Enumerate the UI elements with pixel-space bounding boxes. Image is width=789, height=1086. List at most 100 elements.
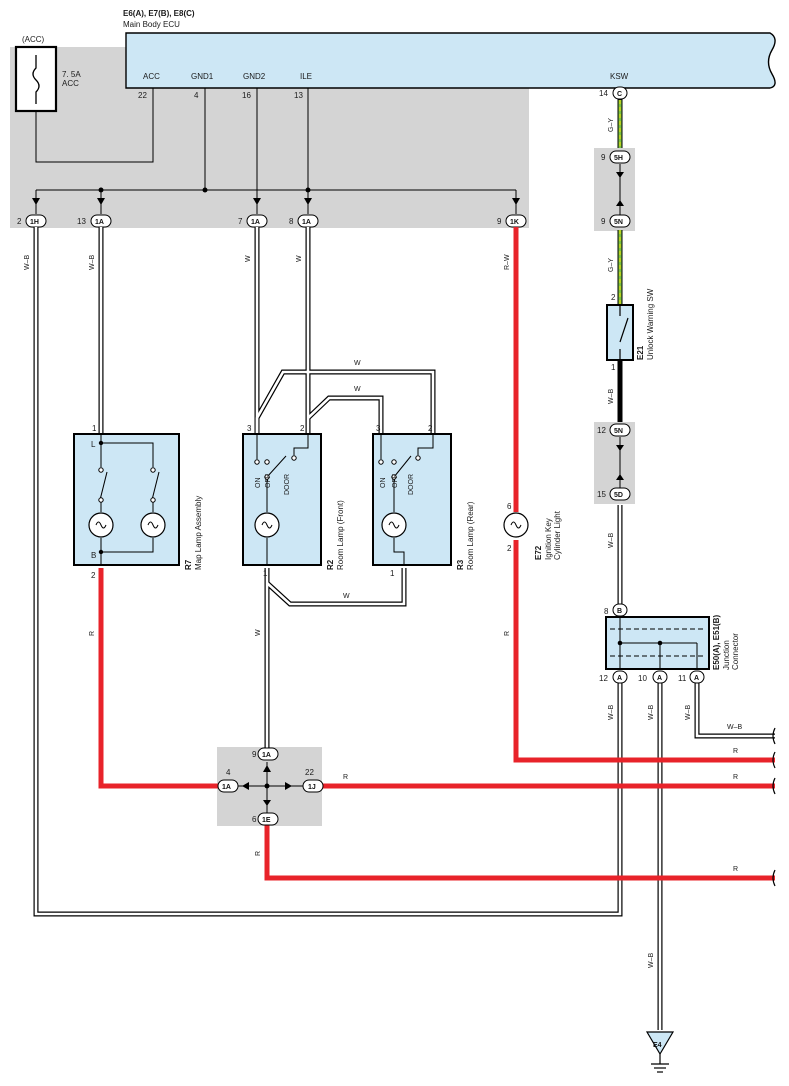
wire-label-r-e72: R: [504, 631, 511, 636]
junction-connector-out-10: 10 A: [638, 670, 668, 684]
svg-text:B: B: [617, 608, 622, 615]
r7-label-l: L: [91, 440, 96, 449]
terminal-gnd2: GND2: [243, 72, 266, 81]
e21-pin-bot: 1: [611, 363, 616, 372]
wire-label-w-lower: W: [354, 386, 361, 393]
fuse-icon: [32, 55, 40, 104]
r3-switch-off: OFF: [392, 474, 399, 488]
wire-label-wb-1h: W–B: [24, 255, 31, 271]
r2-internal-wiring: [256, 434, 309, 565]
r2-pin-3: 3: [247, 424, 252, 433]
connector-5h-5n-arrows: [616, 172, 624, 206]
junction-connector-out-11: 11 A: [678, 670, 705, 684]
junction-pin-1a-7: 7 1A: [238, 214, 268, 228]
junction-block-left-1a: 4 1A: [217, 768, 239, 793]
junction-block-arrows: [242, 765, 292, 806]
r2-bulb-icon: [254, 512, 280, 538]
wire-label-w-upper: W: [354, 360, 361, 367]
ground-e4-symbol: [645, 1031, 675, 1056]
ground-e4-code: E4: [653, 1042, 662, 1049]
svg-text:22: 22: [305, 768, 314, 777]
svg-text:12: 12: [597, 426, 606, 435]
junction-connector-nodes: [617, 640, 663, 646]
r7-internal-wiring: [99, 434, 160, 565]
wire-label-r-bot: R: [733, 866, 738, 873]
connector-5n-5d-arrows: [616, 445, 624, 480]
svg-text:7: 7: [238, 217, 243, 226]
svg-text:1A: 1A: [302, 219, 311, 226]
svg-text:9: 9: [252, 750, 257, 759]
r3-switch-on: ON: [380, 478, 387, 489]
junction-connector-out-12: 12 A: [599, 670, 628, 684]
r2-switch-contacts: [254, 455, 297, 480]
svg-text:5D: 5D: [614, 492, 623, 499]
r7-code: R7: [184, 559, 193, 570]
svg-text:A: A: [617, 675, 622, 682]
r7-bulb-icon-right: [140, 512, 166, 538]
wire-label-gy-top: G–Y: [608, 118, 615, 132]
r2-pin-2: 2: [300, 424, 305, 433]
r7-pin-bot: 2: [91, 571, 96, 580]
svg-text:10: 10: [638, 674, 647, 683]
r3-bulb-icon: [381, 512, 407, 538]
wire-label-wb-right: W–B: [727, 724, 743, 731]
wire-label-r-1e: R: [255, 851, 262, 856]
r7-pin-top: 1: [92, 424, 97, 433]
junction-pin-1a-13: 13 1A: [77, 214, 112, 228]
svg-text:9: 9: [497, 217, 502, 226]
r2-switch-door: DOOR: [284, 474, 291, 495]
wire-label-wb-ground: W–B: [648, 953, 655, 969]
junction-connector-code: E50(A), E51(B): [712, 615, 721, 670]
junction-block-bottom-1e: 6 1E: [252, 812, 279, 826]
white-wires-fill: [34, 227, 775, 1030]
junction-connector-name1: Junction: [722, 640, 731, 670]
wire-label-gy-mid: G–Y: [608, 258, 615, 272]
svg-text:C: C: [617, 91, 622, 98]
room-lamp-front: [242, 433, 322, 566]
r7-nodes: [98, 440, 104, 555]
svg-text:5N: 5N: [614, 219, 623, 226]
e21-code: E21: [636, 345, 645, 360]
terminal-ksw: KSW: [610, 72, 629, 81]
junction-pin-1h: 2 1H: [17, 214, 47, 228]
r3-code: R3: [456, 559, 465, 570]
svg-text:9: 9: [601, 153, 606, 162]
svg-text:1A: 1A: [95, 219, 104, 226]
e21-switch-icon: [619, 305, 629, 360]
r3-pin-1: 1: [390, 569, 395, 578]
wire-label-wb-5d: W–B: [608, 533, 615, 549]
connector-ksw-c: C: [612, 86, 628, 100]
svg-text:1J: 1J: [308, 784, 316, 791]
gnd1-pin: 4: [194, 91, 199, 100]
junction-pin-1a-8: 8 1A: [289, 214, 319, 228]
connector-5n-bottom: 12 5N: [597, 423, 631, 437]
fuse-group: (ACC): [22, 35, 45, 44]
ile-pin: 13: [294, 91, 303, 100]
svg-text:12: 12: [599, 674, 608, 683]
r3-switch-contacts: [378, 455, 421, 480]
r2-pin-1: 1: [263, 569, 268, 578]
svg-text:1A: 1A: [222, 784, 231, 791]
wire-label-w-gnd2: W: [245, 255, 252, 262]
junction-connector-in: 8 B: [604, 603, 628, 617]
wire-label-w-rear: W: [343, 593, 350, 600]
wire-label-r-1j: R: [343, 774, 348, 781]
svg-text:13: 13: [77, 217, 86, 226]
terminal-acc: ACC: [143, 72, 160, 81]
svg-text:5N: 5N: [614, 428, 623, 435]
svg-text:9: 9: [601, 217, 606, 226]
e72-pin-bot: 2: [507, 544, 512, 553]
room-lamp-rear: [372, 433, 452, 566]
r3-name: Room Lamp (Rear): [466, 501, 475, 570]
r7-label-b: B: [91, 551, 96, 560]
junction-block-top-1a: 9 1A: [252, 747, 279, 761]
r3-pin-3: 3: [376, 424, 381, 433]
ground-icon: [651, 1054, 669, 1073]
wire-label-r-top: R: [733, 748, 738, 755]
r7-name: Map Lamp Assembly: [194, 496, 203, 570]
wire-break-marks: [772, 727, 776, 887]
junction-block-right-1j: 22 1J: [302, 768, 324, 793]
r2-code: R2: [326, 559, 335, 570]
r2-switch-on: ON: [255, 478, 262, 489]
